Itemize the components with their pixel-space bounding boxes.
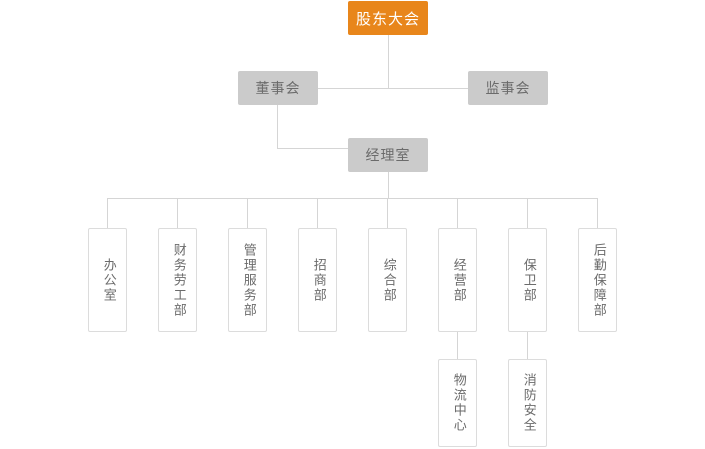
connector-drop-dept-3 (247, 198, 248, 228)
node-subunit-2[interactable]: 消防安全 (508, 359, 547, 447)
connector-manager-down (388, 172, 389, 198)
node-department-2[interactable]: 财务劳工部 (158, 228, 197, 332)
subunit-label: 物流中心 (450, 373, 466, 433)
department-label: 后勤保障部 (590, 242, 606, 318)
node-board-of-supervisors[interactable]: 监事会 (468, 71, 548, 105)
connector-drop-dept-4 (317, 198, 318, 228)
node-department-6[interactable]: 经营部 (438, 228, 477, 332)
connector-department-bus (107, 198, 598, 199)
department-label: 综合部 (380, 257, 396, 303)
node-department-3[interactable]: 管理服务部 (228, 228, 267, 332)
node-subunit-1[interactable]: 物流中心 (438, 359, 477, 447)
department-label: 财务劳工部 (170, 242, 186, 318)
node-department-4[interactable]: 招商部 (298, 228, 337, 332)
connector-drop-dept-1 (107, 198, 108, 228)
node-department-7[interactable]: 保卫部 (508, 228, 547, 332)
node-department-5[interactable]: 综合部 (368, 228, 407, 332)
connector-drop-dept-7 (527, 198, 528, 228)
node-board-of-directors[interactable]: 董事会 (238, 71, 318, 105)
connector-level2-bus (318, 88, 468, 89)
department-label: 经营部 (450, 257, 466, 303)
connector-drop-subunit-1 (457, 332, 458, 359)
connector-drop-dept-5 (387, 198, 388, 228)
connector-board-to-manager (277, 148, 348, 149)
connector-board-down (277, 105, 278, 148)
connector-root-down (388, 35, 389, 88)
node-manager-office[interactable]: 经理室 (348, 138, 428, 172)
connector-drop-dept-2 (177, 198, 178, 228)
department-label: 管理服务部 (240, 242, 256, 318)
node-shareholders-meeting[interactable]: 股东大会 (348, 1, 428, 35)
department-label: 保卫部 (520, 257, 536, 303)
connector-drop-subunit-2 (527, 332, 528, 359)
node-department-1[interactable]: 办公室 (88, 228, 127, 332)
department-label: 办公室 (100, 257, 116, 303)
connector-drop-dept-8 (597, 198, 598, 228)
connector-drop-dept-6 (457, 198, 458, 228)
department-label: 招商部 (310, 257, 326, 303)
node-department-8[interactable]: 后勤保障部 (578, 228, 617, 332)
subunit-label: 消防安全 (520, 373, 536, 433)
